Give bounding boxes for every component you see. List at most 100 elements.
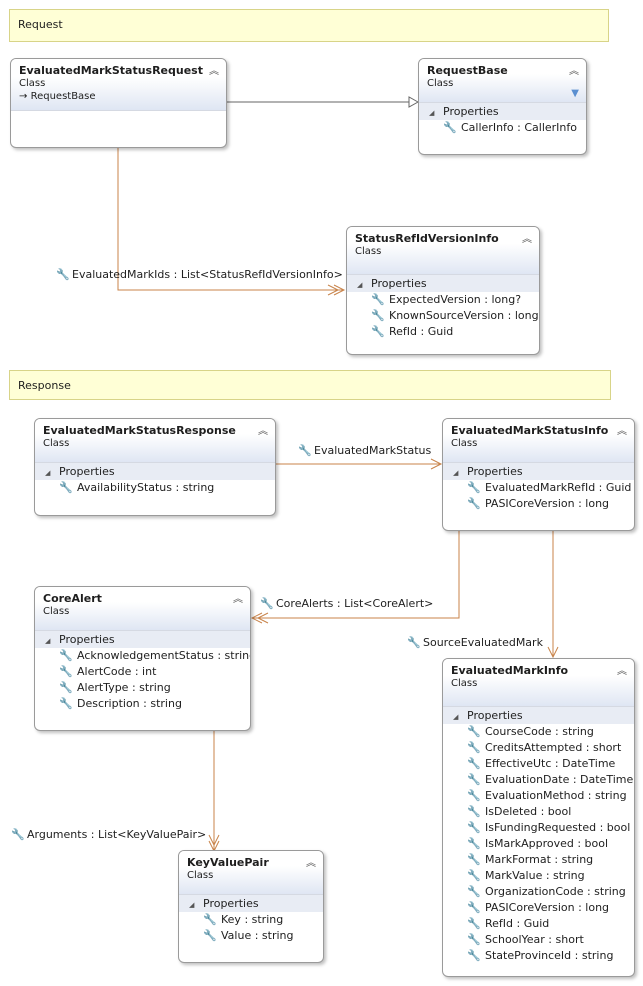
properties-label: Properties <box>59 465 115 478</box>
chevron-up-icon[interactable]: ︽ <box>617 426 627 437</box>
class-name: StatusRefIdVersionInfo <box>355 232 499 245</box>
property-item[interactable]: 🔧AvailabilityStatus : string <box>35 480 275 496</box>
property-item[interactable]: 🔧StateProvinceId : string <box>443 948 634 964</box>
evaluated-mark-ids-connector <box>117 147 344 291</box>
class-stereotype: Class <box>451 678 478 689</box>
property-text: KnownSourceVersion : long? <box>389 309 540 322</box>
class-stereotype: Class <box>355 246 382 257</box>
association-label-evaluated-mark-ids[interactable]: 🔧EvaluatedMarkIds : List<StatusRefIdVers… <box>56 268 343 281</box>
property-item[interactable]: 🔧RefId : Guid <box>443 916 634 932</box>
class-header: CoreAlert Class ︽ <box>35 587 250 630</box>
property-text: SchoolYear : short <box>485 933 584 946</box>
chevron-up-icon[interactable]: ︽ <box>617 666 627 677</box>
association-label-arguments[interactable]: 🔧Arguments : List<KeyValuePair> <box>11 828 206 841</box>
property-item[interactable]: 🔧KnownSourceVersion : long? <box>347 308 539 324</box>
property-item[interactable]: 🔧AlertCode : int <box>35 664 250 680</box>
properties-header[interactable]: ◢Properties <box>347 275 539 292</box>
class-name: CoreAlert <box>43 592 102 605</box>
class-evaluated-mark-status-request[interactable]: EvaluatedMarkStatusRequest Class → Reque… <box>10 58 227 148</box>
association-label-source-evaluated-mark[interactable]: 🔧SourceEvaluatedMark <box>407 636 543 649</box>
properties-header[interactable]: ◢Properties <box>443 707 634 724</box>
property-text: CourseCode : string <box>485 725 594 738</box>
wrench-icon: 🔧 <box>467 885 481 898</box>
property-text: IsFundingRequested : bool <box>485 821 631 834</box>
class-evaluated-mark-status-response[interactable]: EvaluatedMarkStatusResponse Class ︽ ◢Pro… <box>34 418 276 516</box>
property-item[interactable]: 🔧MarkFormat : string <box>443 852 634 868</box>
wrench-icon: 🔧 <box>467 869 481 882</box>
request-note[interactable]: Request <box>9 9 609 42</box>
wrench-icon: 🔧 <box>467 949 481 962</box>
inheritance-arrow-icon: → <box>19 91 28 102</box>
property-item[interactable]: 🔧ExpectedVersion : long? <box>347 292 539 308</box>
property-item[interactable]: 🔧IsDeleted : bool <box>443 804 634 820</box>
properties-header[interactable]: ◢Properties <box>35 631 250 648</box>
properties-section: ◢Properties 🔧ExpectedVersion : long? 🔧Kn… <box>347 274 539 340</box>
wrench-icon: 🔧 <box>467 773 481 786</box>
wrench-icon: 🔧 <box>467 725 481 738</box>
property-text: PASICoreVersion : long <box>485 901 610 914</box>
property-item[interactable]: 🔧AlertType : string <box>35 680 250 696</box>
property-item[interactable]: 🔧Description : string <box>35 696 250 712</box>
association-text: CoreAlerts : List<CoreAlert> <box>276 597 434 610</box>
property-item[interactable]: 🔧Key : string <box>179 912 323 928</box>
property-text: EffectiveUtc : DateTime <box>485 757 616 770</box>
property-item[interactable]: 🔧 EffectiveUtc : DateTime <box>443 756 634 772</box>
property-item[interactable]: 🔧EvaluationMethod : string <box>443 788 634 804</box>
property-text: CallerInfo : CallerInfo <box>461 121 577 134</box>
property-item[interactable]: 🔧 OrganizationCode : string <box>443 884 634 900</box>
property-item[interactable]: 🔧EvaluationDate : DateTime <box>443 772 634 788</box>
collapse-triangle-icon: ◢ <box>189 901 195 909</box>
class-header: StatusRefIdVersionInfo Class ︽ <box>347 227 539 274</box>
class-stereotype: Class <box>19 78 46 89</box>
wrench-icon: 🔧 <box>467 933 481 946</box>
property-item[interactable]: 🔧Value : string <box>179 928 323 944</box>
properties-header[interactable]: ◢Properties <box>443 463 634 480</box>
class-stereotype: Class <box>451 438 478 449</box>
wrench-icon: 🔧 <box>203 913 217 926</box>
association-label-core-alerts[interactable]: 🔧CoreAlerts : List<CoreAlert> <box>260 597 433 610</box>
property-text: OrganizationCode : string <box>485 885 626 898</box>
property-item[interactable]: 🔧PASICoreVersion : long <box>443 496 634 512</box>
chevron-up-icon[interactable]: ︽ <box>233 594 243 605</box>
chevron-up-icon[interactable]: ︽ <box>209 66 219 77</box>
chevron-up-icon[interactable]: ︽ <box>258 426 268 437</box>
property-item[interactable]: 🔧CreditsAttempted : short <box>443 740 634 756</box>
class-status-ref-id-version-info[interactable]: StatusRefIdVersionInfo Class ︽ ◢Properti… <box>346 226 540 355</box>
class-key-value-pair[interactable]: KeyValuePair Class ︽ ◢Properties 🔧Key : … <box>178 850 324 963</box>
wrench-icon: 🔧 <box>467 757 481 770</box>
property-text: Description : string <box>77 697 182 710</box>
property-item[interactable]: 🔧IsMarkApproved : bool <box>443 836 634 852</box>
properties-section: ◢ Properties 🔧Key : string 🔧Value : strin… <box>179 894 323 944</box>
properties-label: Properties <box>203 897 259 910</box>
class-evaluated-mark-status-info[interactable]: EvaluatedMarkStatusInfo Class ︽ ◢Propert… <box>442 418 635 531</box>
property-text: EvaluatedMarkRefId : Guid <box>485 481 632 494</box>
core-alerts-connector <box>252 531 460 619</box>
filter-icon[interactable]: ▼ <box>571 88 579 99</box>
association-label-evaluated-mark-status[interactable]: 🔧EvaluatedMarkStatus <box>298 444 431 457</box>
property-item[interactable]: 🔧AcknowledgementStatus : string <box>35 648 250 664</box>
property-item[interactable]: 🔧PASICoreVersion : long <box>443 900 634 916</box>
property-text: AcknowledgementStatus : string <box>77 649 251 662</box>
class-evaluated-mark-info[interactable]: EvaluatedMarkInfo Class ︽ ◢Properties 🔧C… <box>442 658 635 977</box>
response-note[interactable]: Response <box>9 370 611 400</box>
property-item[interactable]: 🔧 CourseCode : string <box>443 724 634 740</box>
association-text: Arguments : List<KeyValuePair> <box>27 828 207 841</box>
class-request-base[interactable]: RequestBase Class ︽ ▼ ◢Properties 🔧Calle… <box>418 58 587 155</box>
chevron-up-icon[interactable]: ︽ <box>306 858 316 869</box>
property-item[interactable]: 🔧RefId : Guid <box>347 324 539 340</box>
properties-header[interactable]: ◢ Properties <box>179 895 323 912</box>
properties-header[interactable]: ◢Properties <box>419 103 586 120</box>
property-item[interactable]: 🔧IsFundingRequested : bool <box>443 820 634 836</box>
class-core-alert[interactable]: CoreAlert Class ︽ ◢Properties 🔧Acknowled… <box>34 586 251 731</box>
class-header: EvaluatedMarkStatusResponse Class ︽ <box>35 419 275 462</box>
property-item[interactable]: 🔧MarkValue : string <box>443 868 634 884</box>
chevron-up-icon[interactable]: ︽ <box>522 234 532 245</box>
properties-label: Properties <box>59 633 115 646</box>
properties-header[interactable]: ◢Properties <box>35 463 275 480</box>
base-type-name: RequestBase <box>30 91 96 102</box>
request-note-label: Request <box>18 18 63 31</box>
chevron-up-icon[interactable]: ︽ <box>569 66 579 77</box>
property-item[interactable]: 🔧CallerInfo : CallerInfo <box>419 120 586 136</box>
property-item[interactable]: 🔧 SchoolYear : short <box>443 932 634 948</box>
property-item[interactable]: 🔧EvaluatedMarkRefId : Guid <box>443 480 634 496</box>
